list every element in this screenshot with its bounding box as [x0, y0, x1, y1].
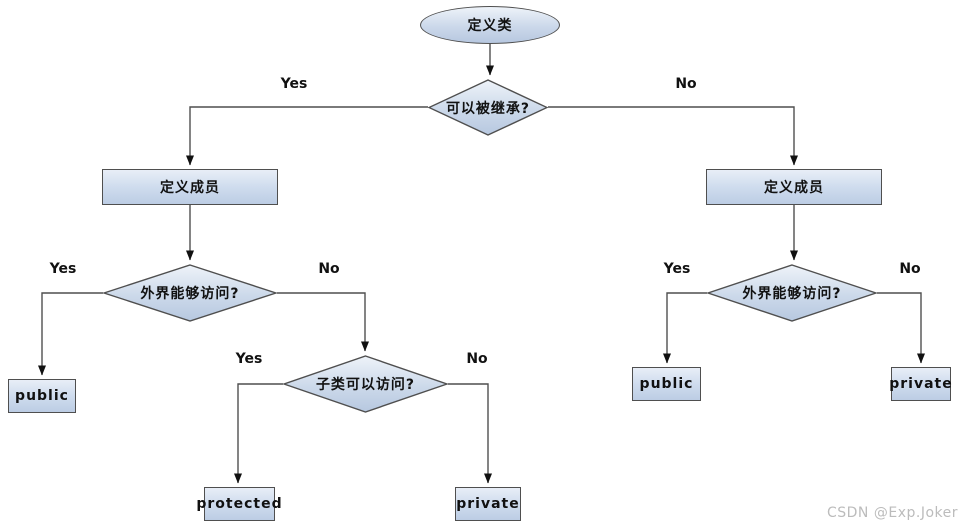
node-start-label: 定义类 [467, 18, 513, 34]
edge-outsideright-no [877, 292, 925, 364]
edge-inherit-yes [186, 106, 428, 166]
diamond-shape [103, 264, 277, 322]
diamond-shape [428, 79, 548, 136]
edge-label-outside-left-no: No [318, 261, 340, 277]
node-private-mid: private [455, 487, 521, 521]
watermark-text: CSDN @Exp.Joker [826, 505, 958, 521]
node-public-right-label: public [639, 376, 694, 392]
node-private-right-label: private [889, 376, 953, 392]
node-decision-outside-left: 外界能够访问? [103, 264, 277, 322]
edge-outsideleft-yes [38, 292, 103, 376]
edge-label-outside-left-yes: Yes [49, 261, 77, 277]
node-decision-inherit: 可以被继承? [428, 79, 548, 136]
edge-inherit-no [548, 106, 798, 166]
node-decision-outside-left-label: 外界能够访问? [140, 286, 240, 302]
node-start: 定义类 [420, 6, 560, 44]
node-define-members-left: 定义成员 [102, 169, 278, 205]
edge-label-subclass-no: No [466, 351, 488, 367]
node-private-right: private [889, 367, 953, 401]
node-define-members-right: 定义成员 [706, 169, 882, 205]
diamond-shape [283, 355, 448, 413]
edge-outsideleft-no [277, 292, 369, 352]
node-public-right: public [632, 367, 701, 401]
node-define-members-right-label: 定义成员 [764, 180, 824, 196]
node-decision-inherit-label: 可以被继承? [445, 100, 531, 117]
node-public-left: public [8, 379, 76, 413]
diamond-shape [707, 264, 877, 322]
node-decision-outside-right: 外界能够访问? [707, 264, 877, 322]
node-protected: protected [196, 487, 283, 521]
node-decision-outside-right-label: 外界能够访问? [742, 286, 842, 302]
edge-label-inherit-yes: Yes [280, 76, 308, 92]
edge-label-outside-right-yes: Yes [663, 261, 691, 277]
edge-subclass-no [448, 383, 492, 484]
edge-subclass-yes [234, 383, 283, 484]
edge-label-outside-right-no: No [899, 261, 921, 277]
edge-label-inherit-no: No [675, 76, 697, 92]
node-private-mid-label: private [456, 496, 520, 512]
node-protected-label: protected [196, 496, 283, 512]
edge-label-subclass-yes: Yes [235, 351, 263, 367]
node-decision-subclass: 子类可以访问? [283, 355, 448, 413]
node-define-members-left-label: 定义成员 [160, 180, 220, 196]
edge-outsideright-yes [663, 292, 707, 364]
node-decision-subclass-label: 子类可以访问? [315, 377, 416, 393]
node-public-left-label: public [15, 388, 69, 404]
